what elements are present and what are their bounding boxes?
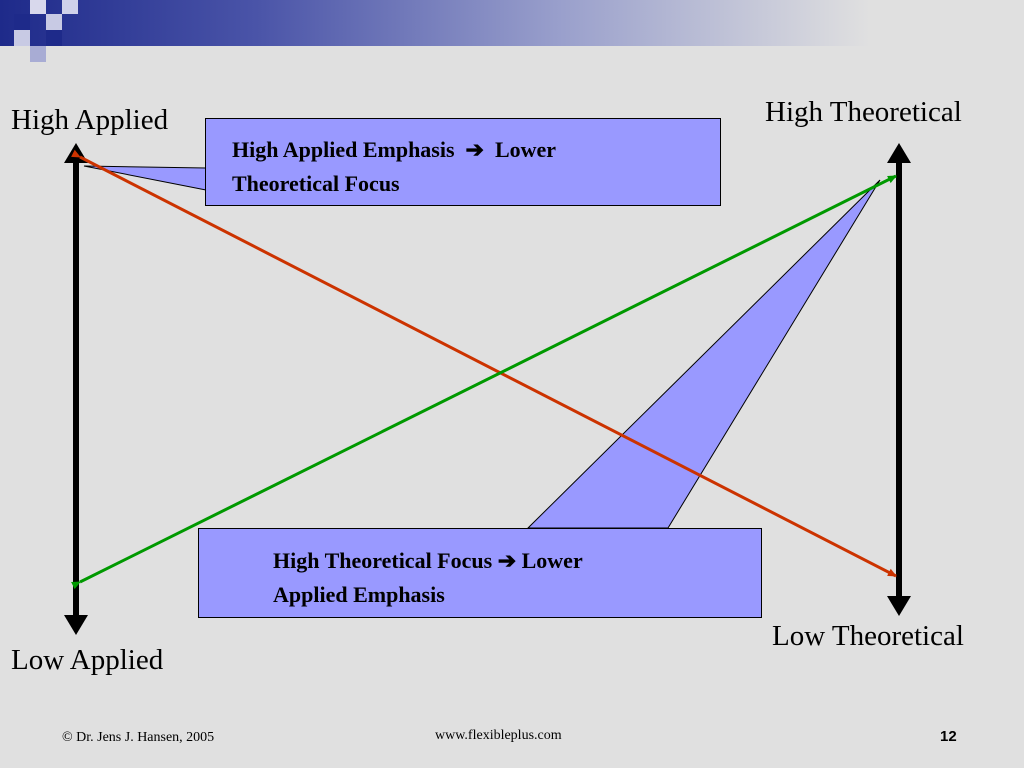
top-callout-line2: Theoretical Focus: [232, 171, 400, 196]
decor-square: [14, 14, 30, 30]
decor-square: [14, 30, 30, 46]
theoretical-axis: [887, 143, 911, 616]
bottom-callout-line1b: Lower: [521, 548, 583, 573]
bottom-callout-text: High Theoretical Focus ➔ Lower Applied E…: [273, 544, 583, 612]
header-gradient-bar: [0, 0, 1024, 46]
low-theoretical-label: Low Theoretical: [772, 620, 964, 652]
low-applied-label: Low Applied: [11, 644, 164, 676]
green-arrow: [71, 174, 897, 590]
page-number: 12: [940, 728, 957, 745]
top-callout-text: High Applied Emphasis ➔ Lower Theoretica…: [232, 133, 556, 201]
right-arrow-icon: ➔: [497, 548, 517, 573]
top-callout-line1: High Applied Emphasis: [232, 137, 455, 162]
copyright-text: © Dr. Jens J. Hansen, 2005: [62, 730, 215, 745]
red-arrow: [71, 149, 897, 578]
bottom-callout-line2: Applied Emphasis: [273, 582, 445, 607]
top-callout-box: [205, 118, 721, 206]
decor-square: [46, 30, 62, 46]
high-theoretical-label: High Theoretical: [765, 96, 962, 128]
decor-square: [46, 14, 62, 30]
high-applied-label: High Applied: [11, 104, 169, 136]
right-arrow-icon: ➔: [465, 137, 484, 162]
website-text: www.flexibleplus.com: [435, 728, 562, 743]
bottom-callout-line1: High Theoretical Focus: [273, 548, 493, 573]
decor-square: [62, 0, 78, 14]
decor-square: [30, 46, 46, 62]
top-callout-line1b: Lower: [494, 137, 557, 162]
applied-axis: [64, 143, 88, 635]
bottom-callout-box: [198, 528, 762, 618]
decor-square: [30, 0, 46, 14]
